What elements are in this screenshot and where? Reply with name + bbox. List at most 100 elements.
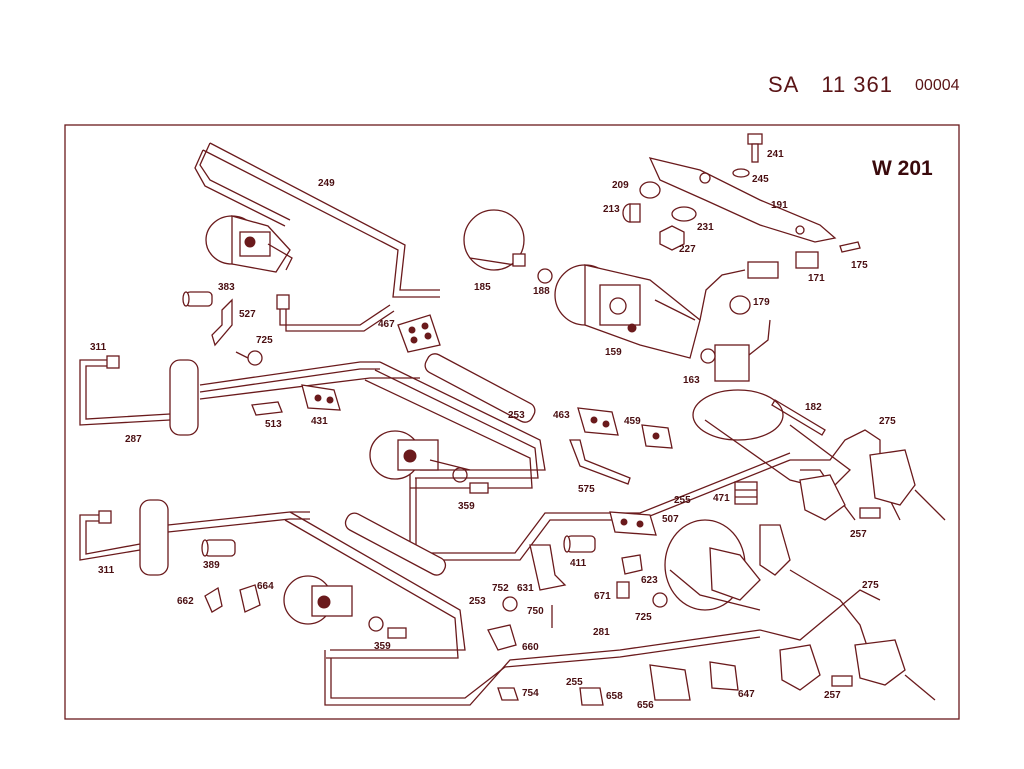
part-359-seal-upper xyxy=(452,467,468,483)
callout-623: 623 xyxy=(641,575,658,586)
callout-647: 647 xyxy=(738,689,755,700)
part-463-clip xyxy=(577,407,619,436)
part-623-clip xyxy=(621,554,643,575)
callout-179: 179 xyxy=(753,297,770,308)
union-257-upper xyxy=(859,507,881,519)
part-175-pin xyxy=(839,241,861,253)
reference-prefix: SA xyxy=(768,72,800,97)
part-725-screw-upper xyxy=(235,350,263,366)
part-507-holder xyxy=(609,511,657,536)
callout-281: 281 xyxy=(593,627,610,638)
callout-171: 171 xyxy=(808,273,825,284)
callout-658: 658 xyxy=(606,691,623,702)
callout-575: 575 xyxy=(578,484,595,495)
callout-245: 245 xyxy=(752,174,769,185)
callout-725-upper: 725 xyxy=(256,335,273,346)
part-459-clip xyxy=(641,424,673,449)
rear-caliper-right xyxy=(759,569,936,701)
callout-752: 752 xyxy=(492,583,509,594)
callout-275-upper: 275 xyxy=(879,416,896,427)
sensor-cable-connector xyxy=(699,261,779,321)
callout-311-upper: 311 xyxy=(90,342,107,353)
diagram-frame xyxy=(64,124,960,720)
callout-463: 463 xyxy=(553,410,570,421)
part-159-hydraulic-pump xyxy=(554,264,701,359)
pressure-pump-middle xyxy=(369,430,471,480)
part-513-pad xyxy=(251,401,283,416)
part-471-clip xyxy=(734,481,758,505)
callout-209: 209 xyxy=(612,180,629,191)
callout-389: 389 xyxy=(203,560,220,571)
callout-725-lower: 725 xyxy=(635,612,652,623)
part-182-pin xyxy=(771,399,826,436)
pressure-pump-upper xyxy=(205,215,293,310)
callout-631: 631 xyxy=(517,583,534,594)
model-designation: W 201 xyxy=(872,157,933,180)
callout-671: 671 xyxy=(594,591,611,602)
callout-257-lower: 257 xyxy=(824,690,841,701)
union-nut-upper xyxy=(469,482,489,494)
part-431-holder xyxy=(301,384,341,411)
part-245-washer xyxy=(732,168,750,178)
pressure-pump-lower xyxy=(283,575,353,625)
front-caliper-right xyxy=(790,429,946,521)
callout-656: 656 xyxy=(637,700,654,711)
part-188-seal-ring xyxy=(537,268,553,284)
callout-507: 507 xyxy=(662,514,679,525)
callout-467: 467 xyxy=(378,319,395,330)
part-411-bushing xyxy=(563,535,596,553)
part-231-rubber-mount xyxy=(671,206,697,222)
callout-311-lower: 311 xyxy=(98,565,115,576)
part-658-clip xyxy=(579,687,604,706)
part-209-grommet xyxy=(639,181,661,199)
callout-459: 459 xyxy=(624,416,641,427)
reference-code: 00004 xyxy=(915,77,960,94)
callout-754: 754 xyxy=(522,688,539,699)
part-527-bracket xyxy=(211,298,233,347)
callout-253-upper: 253 xyxy=(508,410,525,421)
callout-175: 175 xyxy=(851,260,868,271)
callout-527: 527 xyxy=(239,309,256,320)
reservoir-upper xyxy=(79,355,420,436)
callout-249: 249 xyxy=(318,178,335,189)
part-754-nut xyxy=(497,687,519,701)
callout-359-lower: 359 xyxy=(374,641,391,652)
callout-411: 411 xyxy=(570,558,587,569)
callout-275-lower: 275 xyxy=(862,580,879,591)
part-227-nut xyxy=(659,225,685,251)
callout-253-lower: 253 xyxy=(469,596,486,607)
callout-664: 664 xyxy=(257,581,274,592)
part-752-bolt xyxy=(502,596,518,612)
union-nut-lower xyxy=(387,627,407,639)
callout-660: 660 xyxy=(522,642,539,653)
callout-431: 431 xyxy=(311,416,328,427)
callout-227: 227 xyxy=(679,244,696,255)
part-163-solenoid-valve xyxy=(700,319,771,382)
callout-159: 159 xyxy=(605,347,622,358)
callout-257-upper: 257 xyxy=(850,529,867,540)
part-725-screw-lower xyxy=(652,592,668,608)
callout-287: 287 xyxy=(125,434,142,445)
callout-213: 213 xyxy=(603,204,620,215)
union-257-lower xyxy=(831,675,853,687)
part-631-bracket xyxy=(529,544,567,591)
callout-662: 662 xyxy=(177,596,194,607)
part-660-clamp xyxy=(487,624,517,651)
callout-383: 383 xyxy=(218,282,235,293)
callout-255-lower: 255 xyxy=(566,677,583,688)
pipe-bundle-lower xyxy=(284,511,761,706)
callout-182: 182 xyxy=(805,402,822,413)
reservoir-lower xyxy=(79,499,310,576)
callout-255-upper: 255 xyxy=(674,495,691,506)
part-671-fitting xyxy=(616,581,630,599)
line-loop-249 xyxy=(194,142,440,332)
part-467-clip xyxy=(397,314,441,353)
callout-471: 471 xyxy=(713,493,730,504)
part-647-clip xyxy=(709,661,739,691)
callout-191: 191 xyxy=(771,200,788,211)
part-664-clamp xyxy=(239,584,261,613)
part-656-holder xyxy=(649,664,691,701)
caliper-bracket-front xyxy=(759,524,791,576)
